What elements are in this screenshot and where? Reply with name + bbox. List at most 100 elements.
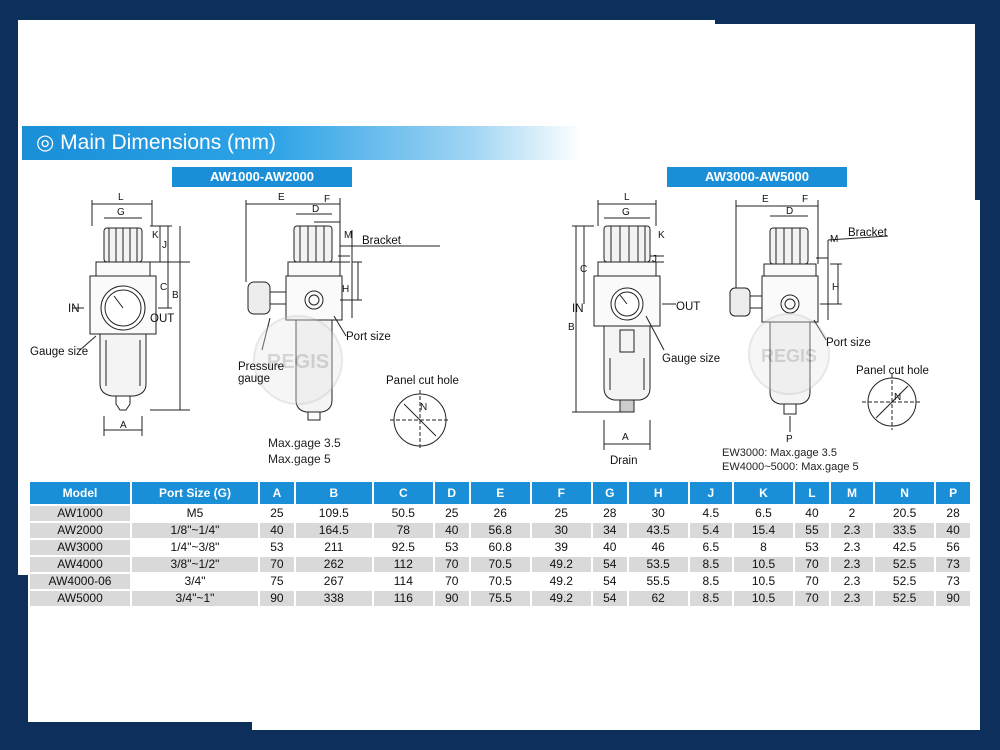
table-cell: 90 xyxy=(936,591,970,606)
model-cell: AW2000 xyxy=(30,523,130,538)
label-large-H: H xyxy=(832,282,839,293)
table-cell: 49.2 xyxy=(531,557,591,572)
label-large-D: D xyxy=(786,206,793,217)
svg-text:REGIS: REGIS xyxy=(761,346,817,366)
table-cell: 62 xyxy=(628,591,688,606)
table-cell: 70 xyxy=(434,557,469,572)
label-small-B: B xyxy=(172,290,179,301)
table-cell: 30 xyxy=(628,506,688,521)
label-small-N: N xyxy=(420,402,427,413)
label-large-G: G xyxy=(622,207,630,218)
table-cell: 40 xyxy=(434,523,469,538)
table-cell: 8.5 xyxy=(689,574,732,589)
series-label-small: AW1000-AW2000 xyxy=(172,167,352,187)
column-header: F xyxy=(531,482,591,504)
table-cell: 55.5 xyxy=(628,574,688,589)
label-small-K: K xyxy=(152,230,159,241)
table-cell: 70 xyxy=(434,574,469,589)
label-small-panel-cut-hole: Panel cut hole xyxy=(386,375,459,387)
table-cell: 60.8 xyxy=(470,540,530,555)
table-cell: 54 xyxy=(592,574,627,589)
table-cell: 53.5 xyxy=(628,557,688,572)
frame-accent-bottom-left xyxy=(0,575,28,750)
label-large-C: C xyxy=(580,264,587,275)
label-large-gauge-size: Gauge size xyxy=(662,353,720,365)
table-cell: 90 xyxy=(434,591,469,606)
label-small-L: L xyxy=(118,192,124,203)
table-cell: 267 xyxy=(295,574,372,589)
table-cell: 75.5 xyxy=(470,591,530,606)
table-cell: 73 xyxy=(936,557,970,572)
column-header: Model xyxy=(30,482,130,504)
column-header: E xyxy=(470,482,530,504)
model-cell: AW4000 xyxy=(30,557,130,572)
label-small-D: D xyxy=(312,204,319,215)
table-cell: 8 xyxy=(733,540,794,555)
table-cell: 56 xyxy=(936,540,970,555)
table-cell: 2.3 xyxy=(830,523,874,538)
note-large-gage-2: EW4000~5000: Max.gage 5 xyxy=(722,461,859,473)
table-cell: 28 xyxy=(936,506,970,521)
label-large-N: N xyxy=(894,392,901,403)
page-title: ◎ Main Dimensions (mm) xyxy=(36,131,277,154)
table-cell: 50.5 xyxy=(373,506,433,521)
label-small-F: F xyxy=(324,194,330,205)
model-cell: AW5000 xyxy=(30,591,130,606)
label-small-H: H xyxy=(342,284,349,295)
table-cell: 6.5 xyxy=(733,506,794,521)
table-cell: 53 xyxy=(434,540,469,555)
column-header: P xyxy=(936,482,970,504)
table-cell: 33.5 xyxy=(875,523,935,538)
table-cell: 52.5 xyxy=(875,574,935,589)
table-cell: 3/4"~1" xyxy=(132,591,258,606)
dimension-table: Model Port Size (G) A B C D E F G H J K … xyxy=(28,480,972,608)
table-cell: 3/4" xyxy=(132,574,258,589)
column-header: J xyxy=(689,482,732,504)
table-cell: 30 xyxy=(531,523,591,538)
table-cell: 2.3 xyxy=(830,540,874,555)
table-cell: 43.5 xyxy=(628,523,688,538)
table-cell: 2.3 xyxy=(830,591,874,606)
label-small-M: M xyxy=(344,230,352,241)
table-cell: 8.5 xyxy=(689,557,732,572)
table-cell: 46 xyxy=(628,540,688,555)
column-header: L xyxy=(795,482,829,504)
small-side-view xyxy=(245,198,440,421)
table-cell: 70.5 xyxy=(470,557,530,572)
label-small-pressure: Pressure xyxy=(238,361,284,373)
table-cell: 54 xyxy=(592,591,627,606)
table-cell: 8.5 xyxy=(689,591,732,606)
table-cell: 92.5 xyxy=(373,540,433,555)
table-cell: 26 xyxy=(470,506,530,521)
column-header: Port Size (G) xyxy=(132,482,258,504)
table-cell: 53 xyxy=(260,540,294,555)
label-small-out: OUT xyxy=(150,313,174,325)
model-cell: AW4000-06 xyxy=(30,574,130,589)
table-cell: 70 xyxy=(795,591,829,606)
table-cell: 49.2 xyxy=(531,591,591,606)
table-cell: 15.4 xyxy=(733,523,794,538)
table-cell: 28 xyxy=(592,506,627,521)
table-cell: 42.5 xyxy=(875,540,935,555)
table-cell: 40 xyxy=(795,506,829,521)
large-front-view xyxy=(572,200,676,450)
table-cell: 164.5 xyxy=(295,523,372,538)
table-header-row: Model Port Size (G) A B C D E F G H J K … xyxy=(30,482,970,504)
table-cell: 40 xyxy=(260,523,294,538)
table-cell: 25 xyxy=(260,506,294,521)
table-cell: M5 xyxy=(132,506,258,521)
dimension-diagram: REGIS REGIS L G K J C B IN OUT Gauge siz… xyxy=(30,192,929,467)
table-cell: 10.5 xyxy=(733,574,794,589)
label-large-P: P xyxy=(786,434,793,445)
table-cell: 73 xyxy=(936,574,970,589)
column-header: N xyxy=(875,482,935,504)
label-small-E: E xyxy=(278,192,285,203)
label-large-K: K xyxy=(658,230,665,241)
header-band xyxy=(22,126,582,160)
label-large-B: B xyxy=(568,322,575,333)
label-large-A: A xyxy=(622,432,629,443)
